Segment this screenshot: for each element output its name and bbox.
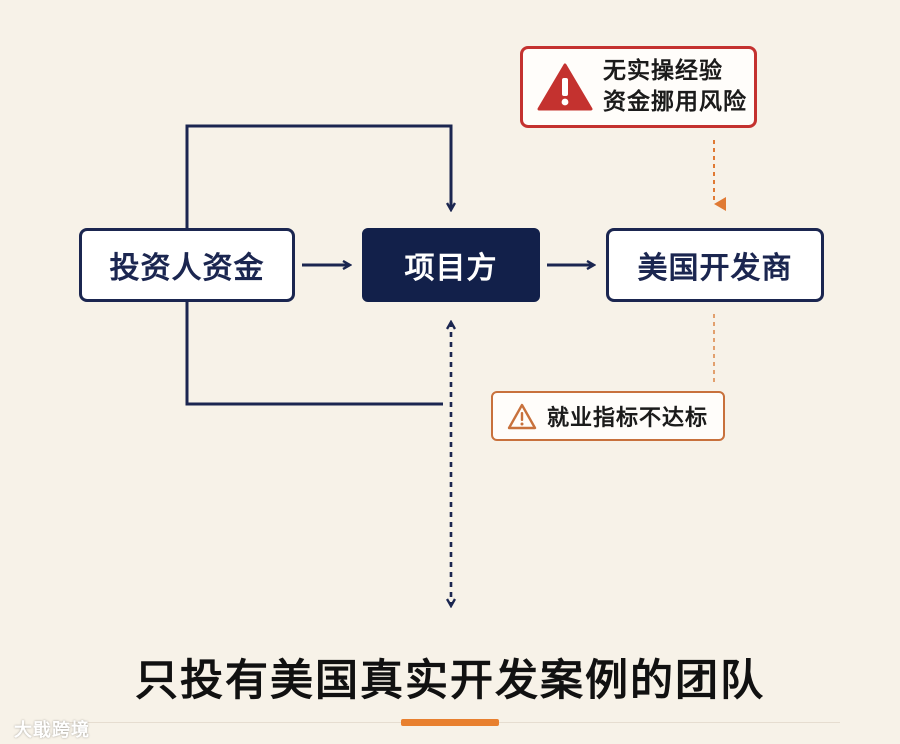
- warning-line-no-experience: 无实操经验: [603, 58, 723, 84]
- project-party-node: 项目方: [362, 228, 540, 302]
- investor-funds-node: 投资人资金: [79, 228, 295, 302]
- headline: 只投有美国真实开发案例的团队: [135, 656, 765, 706]
- bottom-loop-connector: [185, 302, 443, 406]
- warning-triangle-icon: [507, 403, 537, 429]
- warning-employment-text: 就业指标不达标: [547, 406, 709, 431]
- risk-warning-box: 无实操经验 资金挪用风险: [520, 46, 757, 128]
- watermark: 大戢跨境: [14, 720, 90, 741]
- warning-line-fund-misuse: 资金挪用风险: [603, 89, 747, 115]
- accent-bar: [401, 719, 499, 726]
- employment-warning-box: 就业指标不达标: [491, 391, 725, 441]
- warning-triangle-icon: [537, 63, 593, 111]
- top-loop-connector: [185, 124, 451, 228]
- us-developer-node: 美国开发商: [606, 228, 824, 302]
